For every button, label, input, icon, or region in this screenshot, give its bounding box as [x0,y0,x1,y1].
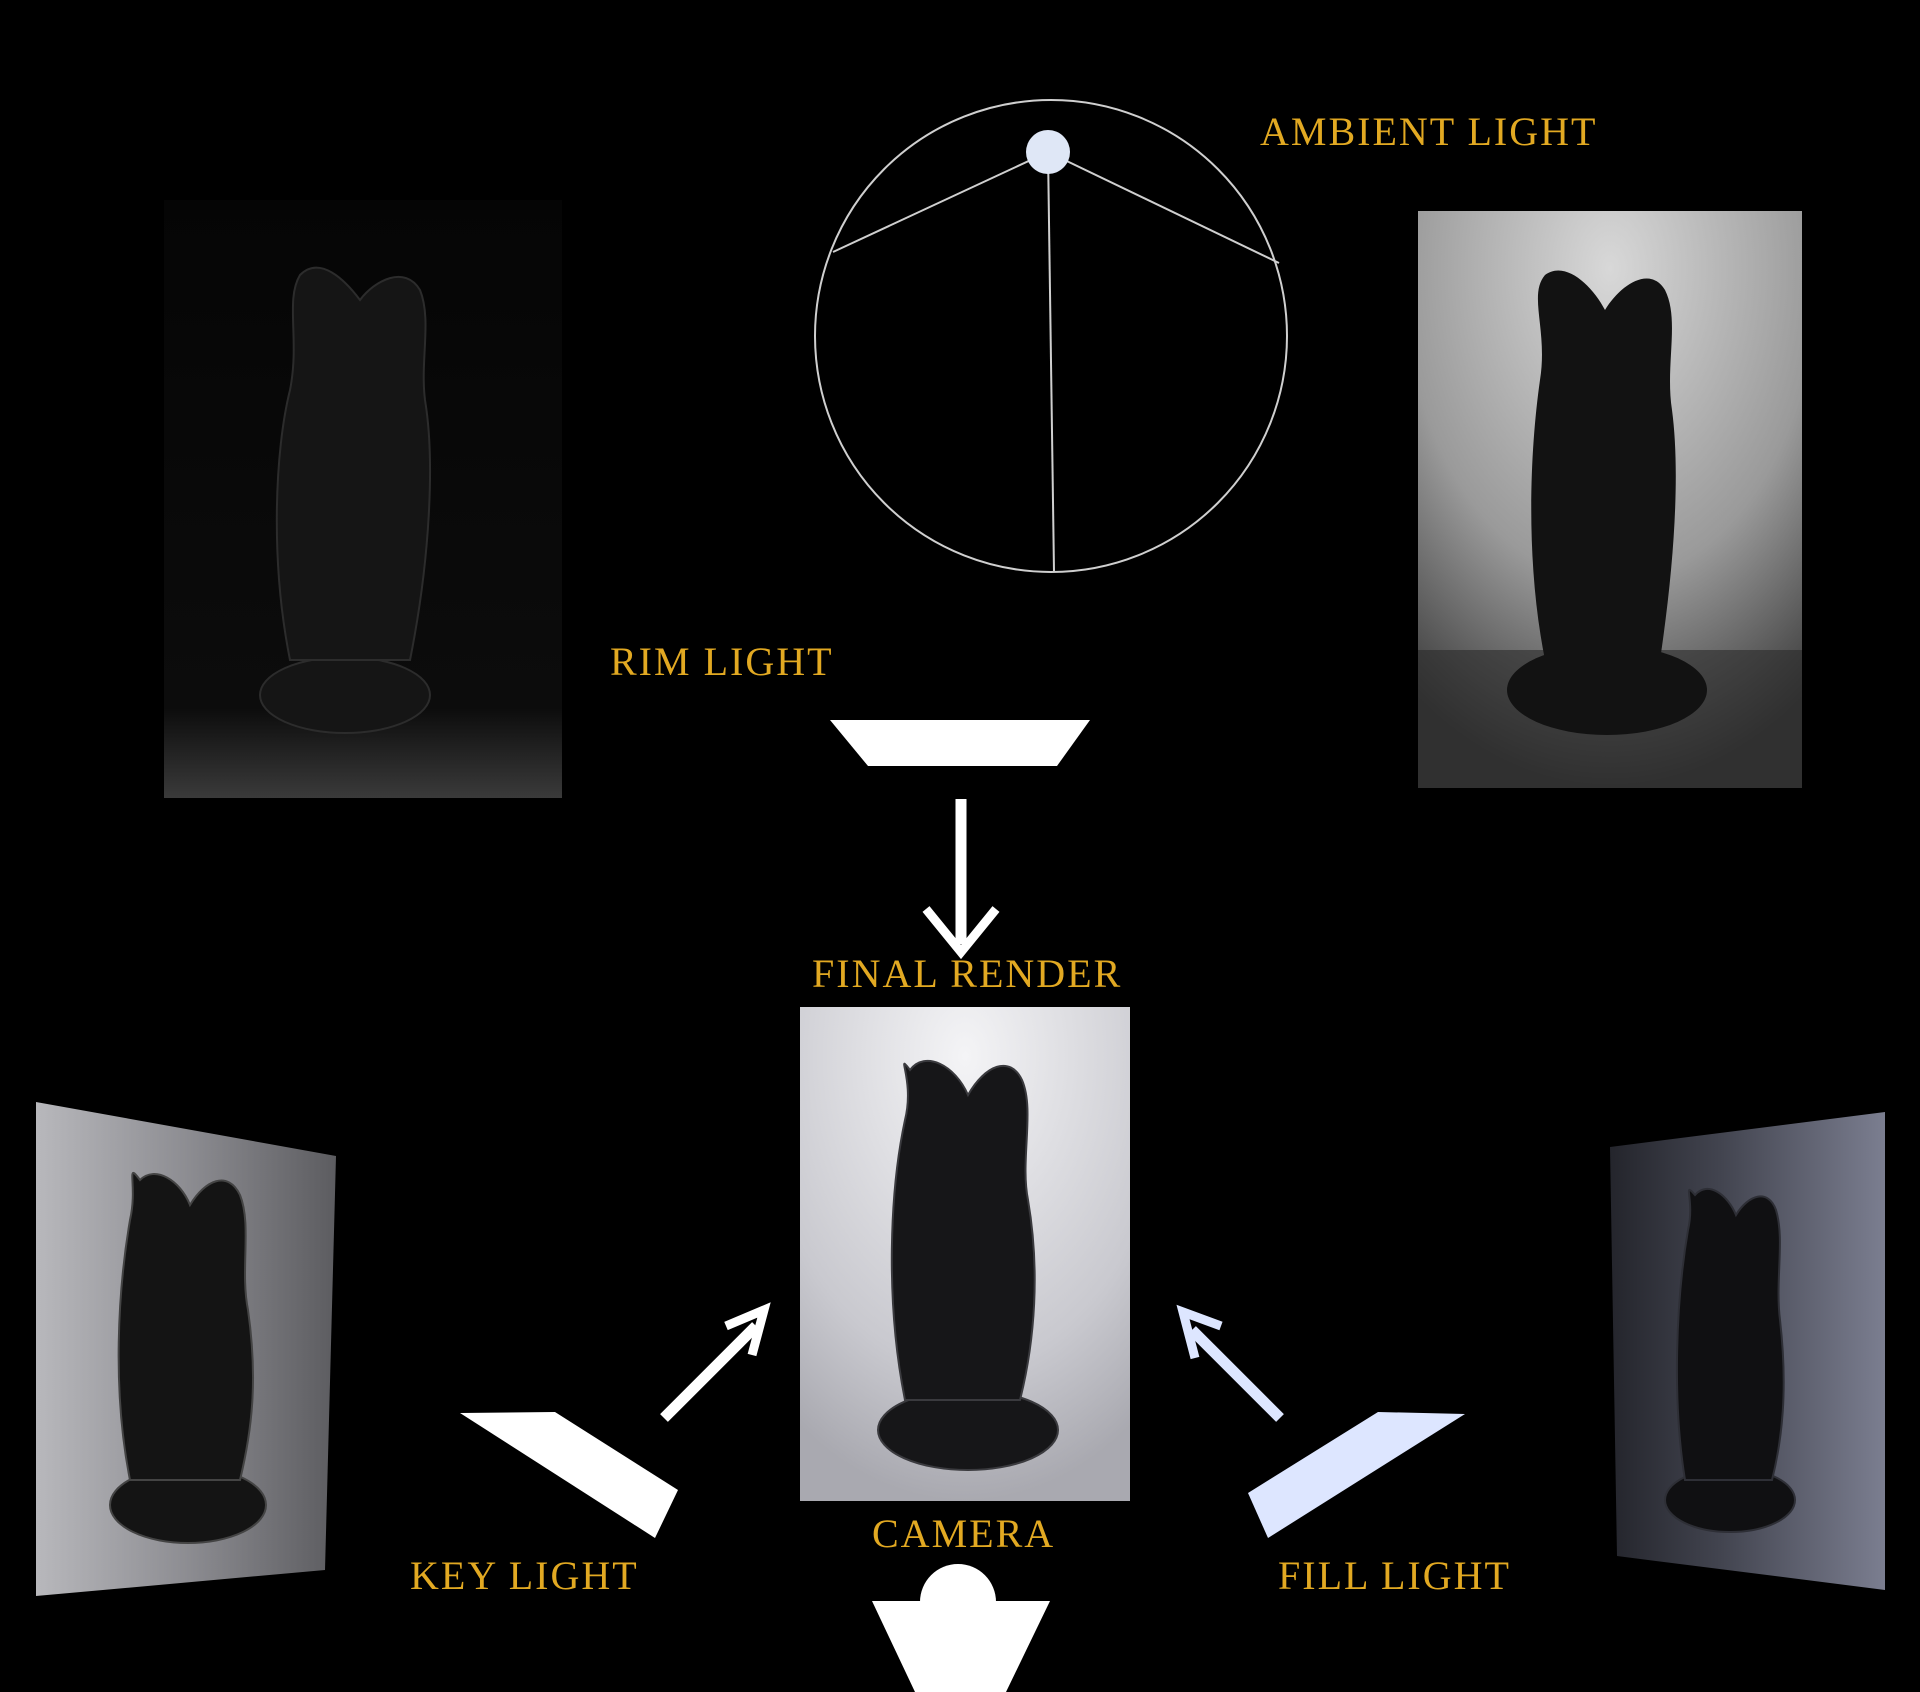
fill-light-label: FILL LIGHT [1278,1553,1511,1598]
ambient-light-label: AMBIENT LIGHT [1260,109,1598,154]
key-light-icon [460,1412,678,1538]
camera-label: CAMERA [872,1511,1056,1556]
ambient-light-render [1418,211,1802,788]
key-light-label: KEY LIGHT [410,1553,639,1598]
rim-light-label: RIM LIGHT [610,639,834,684]
fill-light-icon [1248,1412,1465,1538]
fill-arrow-icon [1176,1304,1284,1422]
ambient-dome-diagram [814,99,1288,573]
final-render-label: FINAL RENDER [812,951,1123,996]
camera-icon [872,1564,1050,1692]
key-arrow-icon [660,1302,771,1422]
dome-ray-right [1047,151,1280,264]
fill-light-render [1610,1112,1885,1590]
rim-light-render [164,200,562,798]
dome-ray-down [1047,151,1055,573]
dome-ray-left [832,151,1049,253]
key-light-render [36,1102,336,1596]
ambient-light-source-icon [1026,130,1070,174]
rim-light-icon [830,720,1090,766]
rim-arrow-icon [922,799,1000,960]
dome-circle [814,99,1288,573]
final-render [800,1007,1130,1501]
